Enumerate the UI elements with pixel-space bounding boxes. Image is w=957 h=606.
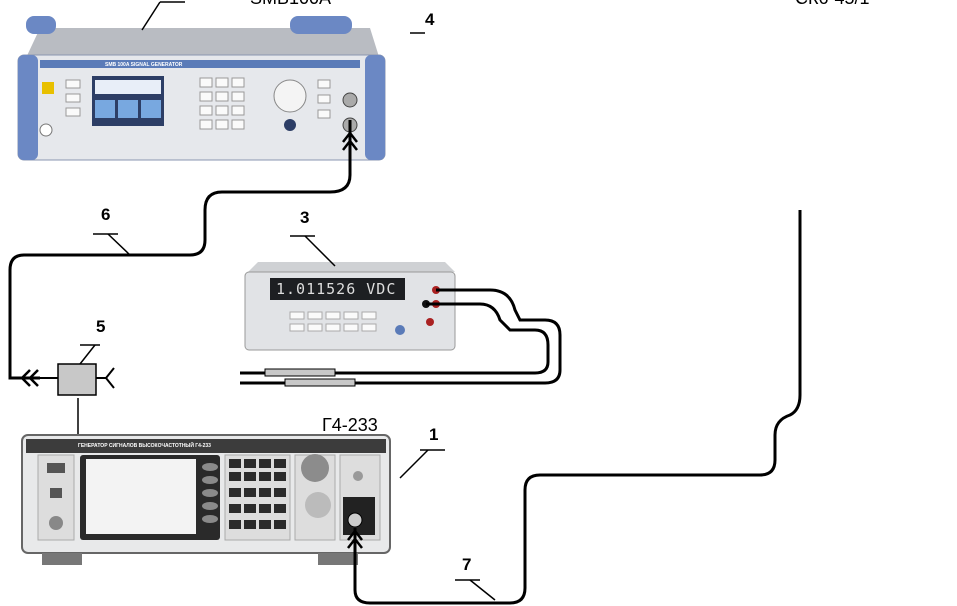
- label-3: 3: [300, 208, 310, 227]
- g4-233-title: Г4-233: [322, 415, 378, 435]
- label-6: 6: [101, 205, 111, 224]
- smb100a-generator: [17, 1, 425, 161]
- label-7: 7: [462, 555, 472, 574]
- attenuator-title: СК6-45/1: [795, 0, 870, 9]
- multimeter-display: 1.011526 VDC: [276, 280, 397, 298]
- g4-233-generator: [21, 434, 445, 565]
- label-4: 4: [425, 10, 435, 29]
- multimeter-3: [244, 235, 456, 351]
- adapter-5: [40, 344, 115, 435]
- cable-7: [353, 210, 802, 605]
- smb-front-text: SMB 100A SIGNAL GENERATOR: [105, 62, 183, 68]
- label-5: 5: [96, 317, 106, 336]
- label-1: 1: [429, 425, 439, 444]
- cable-6: [8, 120, 352, 380]
- g4-front-text: ГЕНЕРАТОР СИГНАЛОВ ВЫСОКОЧАСТОТНЫЙ Г4-23…: [78, 443, 211, 449]
